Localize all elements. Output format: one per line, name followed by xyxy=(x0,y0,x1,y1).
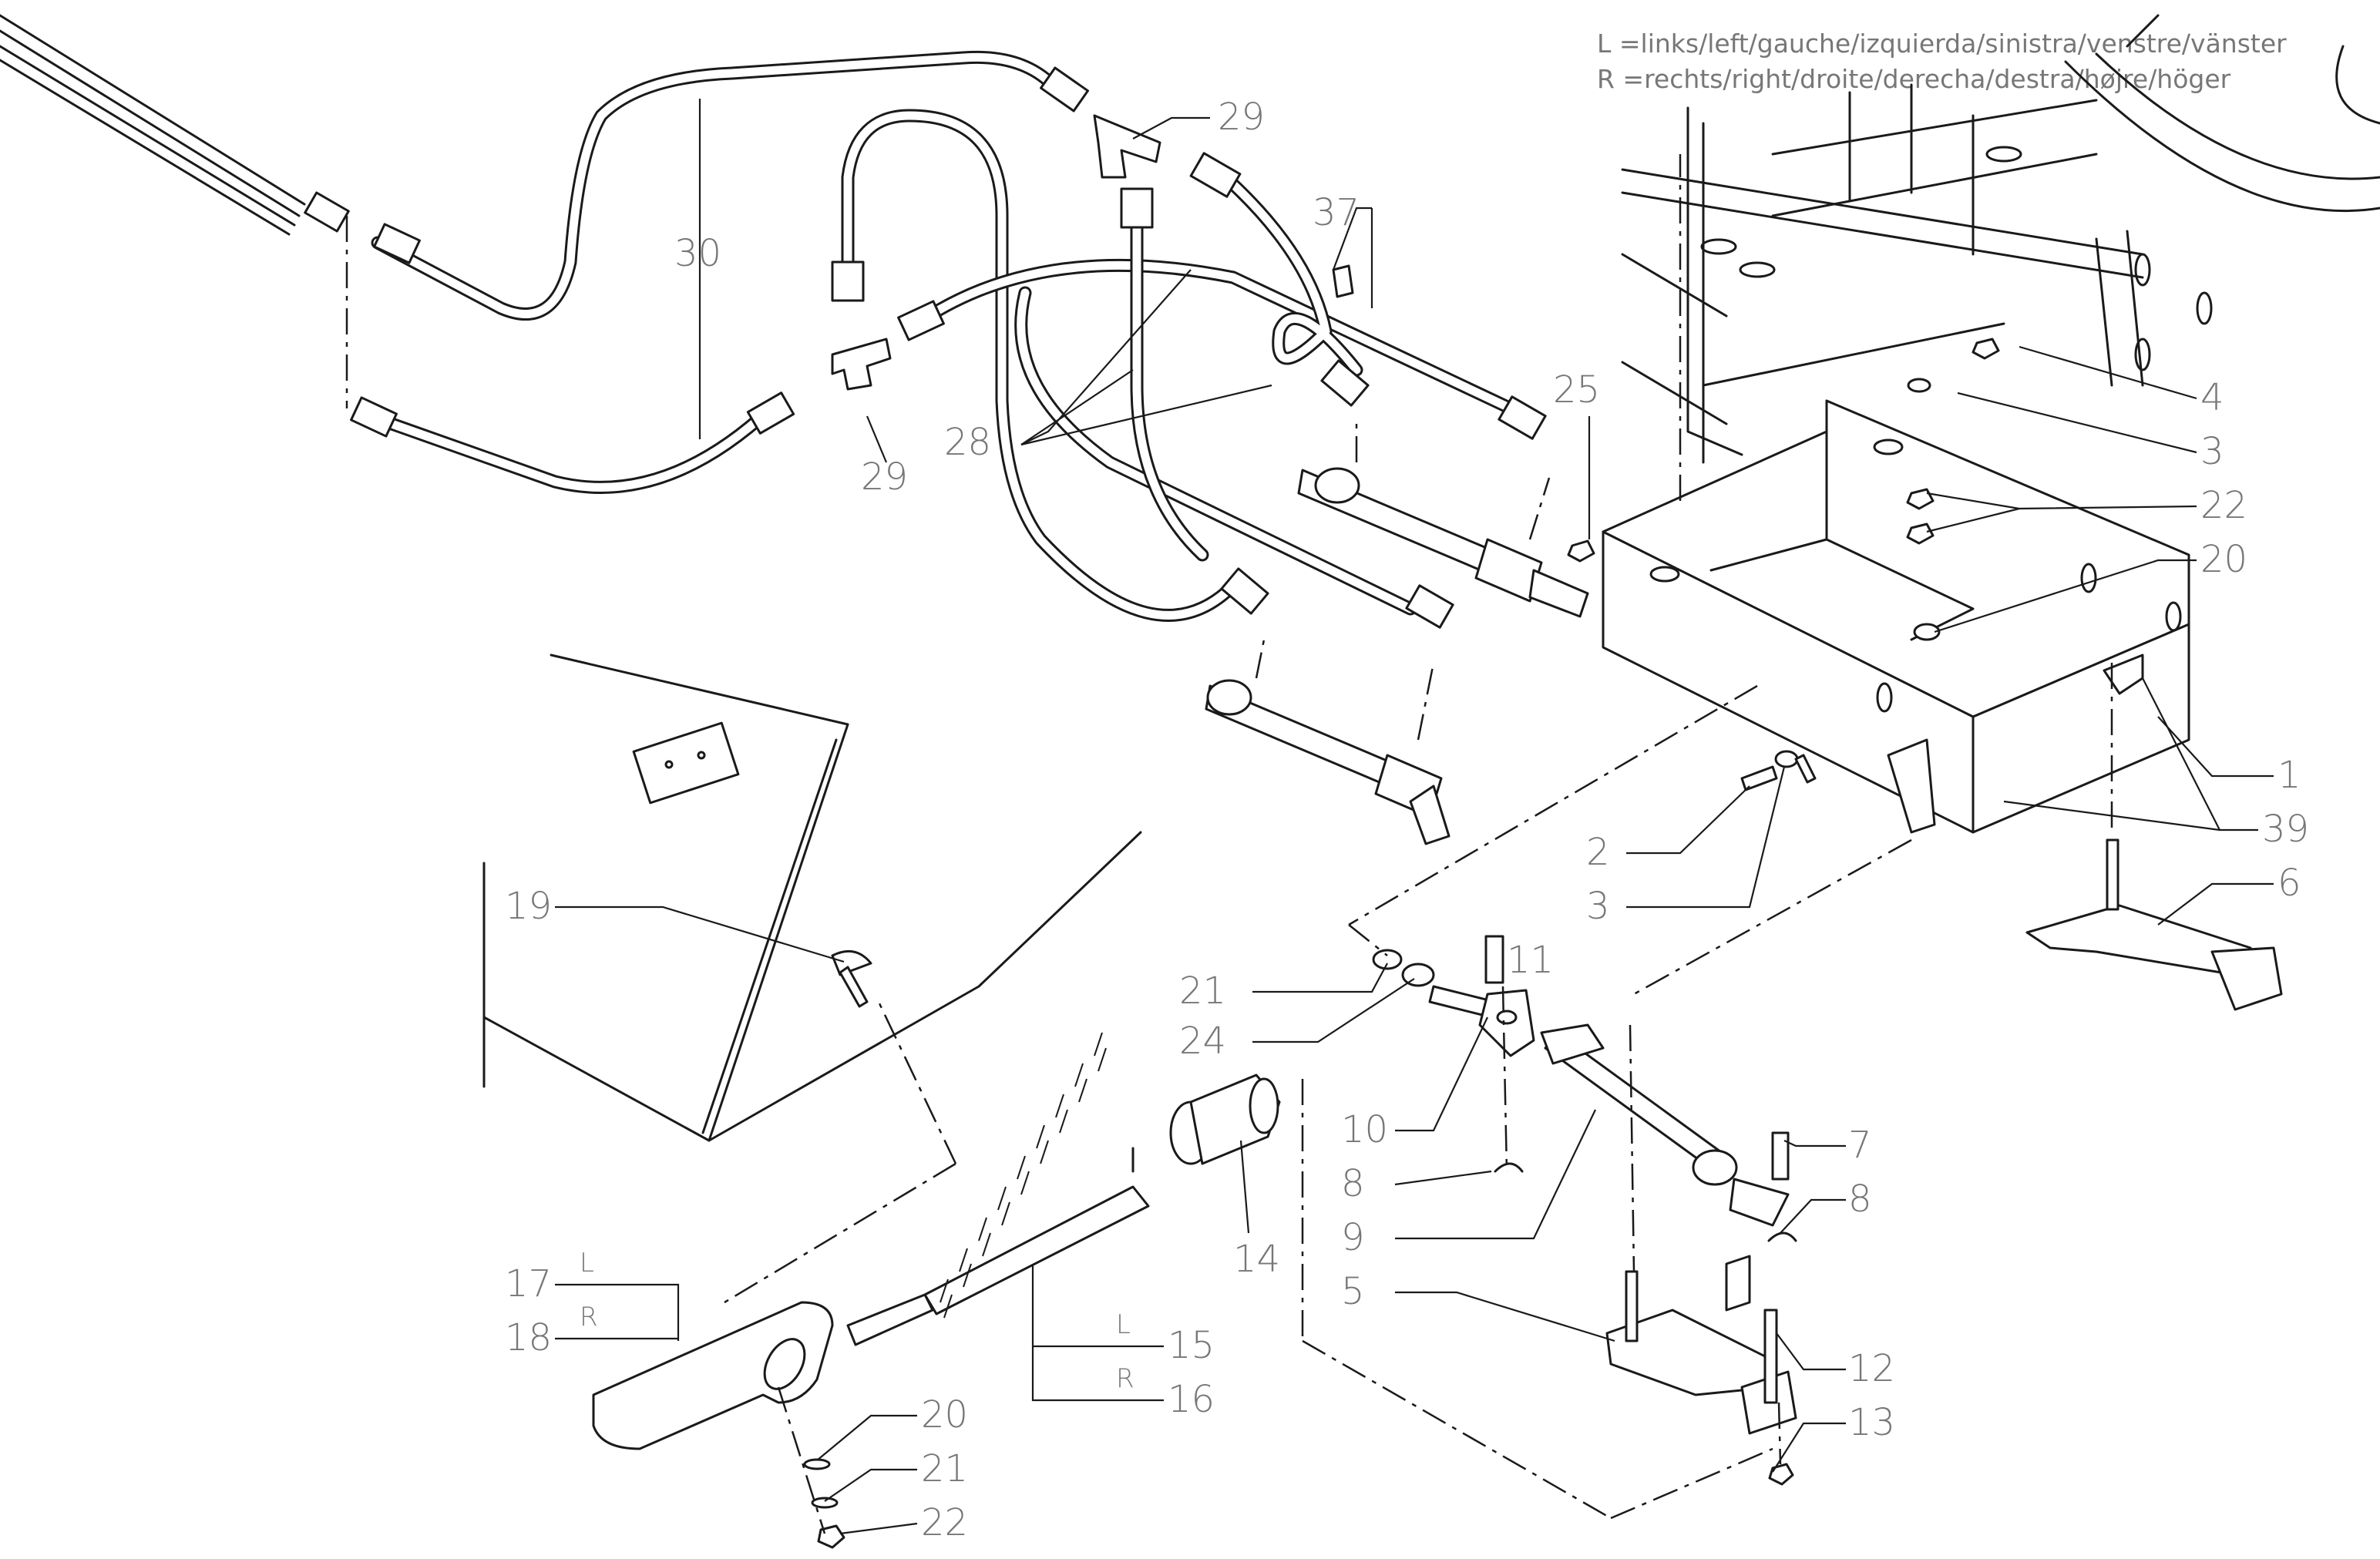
callout-29-top: 29 xyxy=(1218,96,1265,139)
callout-5: 5 xyxy=(1341,1270,1365,1313)
marker-l-15: L xyxy=(1116,1309,1131,1340)
callout-20-top: 20 xyxy=(2200,538,2247,581)
legend-left: L =links/left/gauche/izquierda/sinistra/… xyxy=(1597,29,2287,59)
hydraulic-cylinder-lower xyxy=(1205,639,1451,845)
callout-22-top: 22 xyxy=(2200,484,2247,527)
callout-24: 24 xyxy=(1179,1020,1226,1063)
callout-3-mid: 3 xyxy=(1586,885,1610,928)
hydraulic-cylinder-upper xyxy=(1297,416,1589,618)
marker-r-18: R xyxy=(580,1302,598,1332)
fasteners-bracket xyxy=(1332,264,2000,791)
callout-18: 18 xyxy=(505,1316,552,1359)
callout-11: 11 xyxy=(1507,939,1554,982)
mounting-bracket xyxy=(1602,154,2190,834)
language-legend: L =links/left/gauche/izquierda/sinistra/… xyxy=(1597,29,2287,94)
callout-14: 14 xyxy=(1233,1238,1280,1281)
callout-8-left: 8 xyxy=(1341,1162,1365,1205)
callout-8-right: 8 xyxy=(1848,1178,1872,1221)
callout-28: 28 xyxy=(944,421,991,464)
callout-20-bottom: 20 xyxy=(921,1393,968,1436)
callout-4: 4 xyxy=(2200,376,2224,419)
shield-panel xyxy=(482,654,1142,1142)
callout-37: 37 xyxy=(1313,191,1360,234)
callout-30: 30 xyxy=(674,232,721,275)
hydraulic-hoses xyxy=(0,14,1518,622)
hose-fittings xyxy=(304,66,1547,629)
callout-39: 39 xyxy=(2262,808,2309,851)
callout-29-left: 29 xyxy=(861,455,908,499)
callout-1: 1 xyxy=(2277,754,2301,797)
callout-21-bottom: 21 xyxy=(921,1447,968,1490)
callout-19: 19 xyxy=(505,885,552,928)
callout-numbers: 29 30 29 37 28 25 4 3 22 20 1 39 6 2 3 1… xyxy=(505,96,2309,1544)
linkage-assembly xyxy=(1372,935,1797,1486)
callout-25: 25 xyxy=(1553,368,1600,412)
callout-7: 7 xyxy=(1848,1124,1872,1167)
callout-16: 16 xyxy=(1168,1378,1215,1421)
callout-13: 13 xyxy=(1848,1401,1895,1444)
callout-leaders xyxy=(555,99,2274,1535)
callout-22-bottom: 22 xyxy=(921,1501,968,1544)
callout-3-top: 3 xyxy=(2200,430,2224,473)
callout-17: 17 xyxy=(505,1262,552,1305)
callout-10: 10 xyxy=(1341,1108,1388,1151)
mounting-plate xyxy=(2025,838,2283,1011)
machine-frame xyxy=(1621,14,2380,464)
callout-21-mid: 21 xyxy=(1179,969,1226,1013)
callout-15: 15 xyxy=(1168,1324,1215,1367)
callout-6: 6 xyxy=(2277,862,2301,905)
spring-coils xyxy=(940,1032,1107,1319)
callout-12: 12 xyxy=(1848,1347,1895,1390)
callout-9: 9 xyxy=(1341,1216,1365,1259)
marker-r-16: R xyxy=(1116,1363,1135,1394)
callout-2: 2 xyxy=(1586,831,1610,874)
lever-assembly xyxy=(592,1032,1281,1549)
alignment-lines xyxy=(345,216,1912,1520)
marker-l-17: L xyxy=(580,1248,594,1278)
